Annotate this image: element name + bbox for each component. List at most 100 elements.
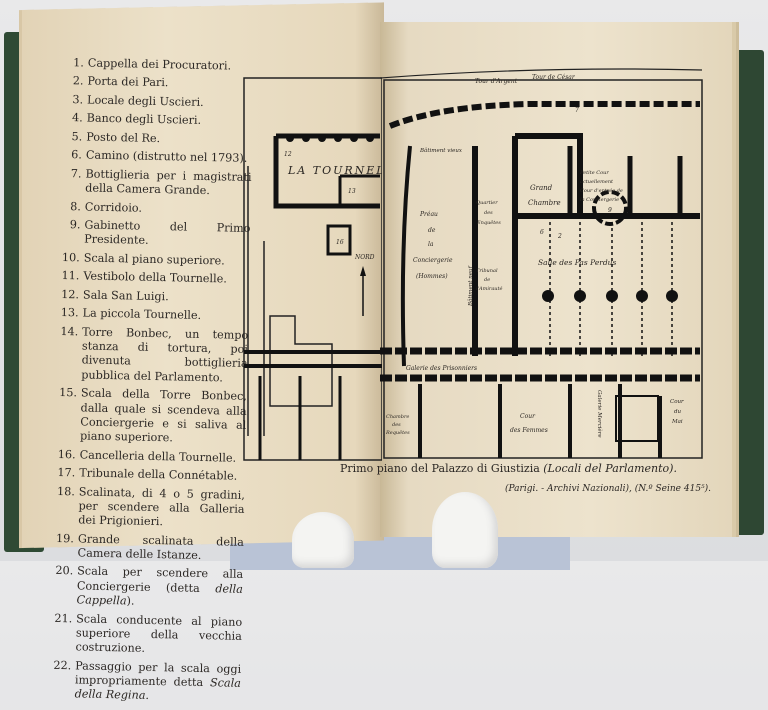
- plan-source: (Parigi. - Archivi Nazionali), (N.º Sein…: [505, 484, 712, 494]
- legend-number: 15.: [59, 386, 78, 400]
- legend-item: 16.Cancelleria della Tournelle.: [55, 448, 245, 466]
- label-12: 12: [284, 151, 292, 158]
- label-6: 6: [540, 229, 544, 236]
- legend-item: 21.Scala conducente al piano superiore d…: [51, 611, 242, 658]
- legend-item: 2.Porta dei Pari.: [63, 74, 253, 92]
- legend-text: Grande scalinata della Camera delle Ista…: [77, 532, 244, 562]
- legend-item: 5.Posto del Re.: [62, 130, 252, 148]
- salle-pillars: [542, 290, 678, 302]
- label-quartier: Quartier: [476, 200, 498, 206]
- legend-item: 12.Sala San Luigi.: [59, 288, 249, 306]
- legend-item: 8.Corridoio.: [61, 200, 251, 218]
- legend-number: 6.: [71, 148, 83, 162]
- legend-text: Posto del Re.: [86, 130, 161, 145]
- label-quartier-2: des: [484, 210, 493, 216]
- legend-text: Scala per scendere alla Conciergerie (de…: [76, 565, 243, 611]
- label-grand-chambre-2: Chambre: [528, 199, 561, 207]
- legend-number: 12.: [61, 287, 80, 302]
- legend-text-part: .: [145, 689, 150, 703]
- plan-legend-list: 1.Cappella dei Procuratori.2.Porta dei P…: [50, 56, 254, 710]
- label-chambre-requetes-2: des: [392, 422, 401, 428]
- legend-text: Cancelleria della Tournelle.: [79, 448, 237, 465]
- label-cour-mai-2: du: [674, 409, 682, 415]
- legend-number: 5.: [71, 130, 83, 144]
- label-cour-mai: Cour: [670, 399, 684, 405]
- label-cour-mai-3: Mai: [671, 419, 683, 425]
- label-galerie-merciere: Galerie Mercière: [596, 390, 603, 438]
- label-2: 2: [557, 233, 562, 240]
- label-petite-cour-3: Cour d'entrée de: [580, 187, 623, 194]
- legend-number: 14.: [60, 324, 79, 339]
- label-tournelle: LA TOURNELL: [287, 164, 382, 177]
- caption-text: Primo piano del Palazzo di Giustizia: [340, 462, 544, 475]
- label-preau-5: (Hommes): [416, 273, 448, 280]
- legend-item: 13.La piccola Tournelle.: [58, 306, 248, 324]
- plan-border: [383, 79, 703, 459]
- legend-number: 17.: [57, 466, 76, 480]
- legend-number: 1.: [73, 56, 84, 70]
- legend-item: 11.Vestibolo della Tournelle.: [59, 269, 249, 287]
- legend-item: 4.Banco degli Uscieri.: [63, 111, 253, 129]
- label-grand-chambre: Grand: [530, 184, 553, 192]
- legend-number: 18.: [56, 484, 76, 498]
- label-tour-cesar: Tour de César: [532, 74, 576, 81]
- legend-item: 3.Locale degli Uscieri.: [63, 93, 253, 111]
- legend-item: 15.Scala della Torre Bonbec, dalla quale…: [56, 386, 247, 447]
- legend-number: 2.: [72, 74, 84, 88]
- legend-text: Corridoio.: [84, 200, 143, 215]
- label-preau-3: la: [428, 241, 434, 248]
- legend-number: 4.: [71, 111, 83, 125]
- label-16: 16: [336, 239, 344, 246]
- label-7: 7: [575, 107, 579, 114]
- legend-item: 17.Tribunale della Connétable.: [55, 466, 245, 484]
- legend-item: 7.Bottiglieria per i magistrati della Ca…: [61, 167, 252, 200]
- legend-item: 22.Passaggio per la scala oggi impropria…: [50, 658, 241, 705]
- label-petite-cour-2: actuellement: [580, 179, 614, 185]
- legend-number: 8.: [70, 199, 81, 214]
- label-9: 9: [608, 207, 612, 214]
- legend-number: 10.: [61, 250, 80, 265]
- label-cour-femmes: Cour: [520, 413, 536, 420]
- label-petite-cour-4: la Conciergerie: [580, 197, 619, 203]
- label-nord: NORD: [354, 254, 375, 261]
- label-chambre-requetes: Chambre: [386, 414, 409, 420]
- legend-number: 21.: [54, 611, 73, 625]
- legend-item: 6.Camino (distrutto nel 1793).: [62, 148, 252, 166]
- label-quartier-3: Enquêtes: [476, 219, 501, 226]
- label-batiment-neuf: Bâtiment neuf: [467, 265, 474, 307]
- legend-text: Scala conducente al piano superiore dell…: [75, 611, 243, 655]
- label-preau: Préau: [419, 211, 438, 218]
- legend-item: 19.Grande scalinata della Camera delle I…: [53, 532, 244, 565]
- label-tour-argent: Tour d'Argent: [475, 78, 518, 85]
- legend-number: 20.: [55, 564, 74, 578]
- legend-text: Bottiglieria per i magistrati della Came…: [85, 167, 252, 198]
- legend-text: La piccola Tournelle.: [82, 306, 202, 323]
- legend-text: Scala al piano superiore.: [83, 251, 225, 268]
- label-13: 13: [348, 188, 356, 195]
- legend-text: Tribunale della Connétable.: [79, 466, 238, 483]
- thumb-left: [292, 512, 354, 568]
- legend-text-part: ).: [126, 594, 135, 608]
- legend-item: 18.Scalinata, di 4 o 5 gradini, per scen…: [54, 485, 245, 532]
- label-salle-pas-perdus: Salle des Pas Perdus: [538, 258, 616, 267]
- floor-plan-left: LA TOURNELL NORD 12 13 16: [243, 77, 382, 461]
- legend-number: 11.: [61, 269, 80, 283]
- legend-text: Cappella dei Procuratori.: [87, 56, 232, 73]
- plan-border: [243, 77, 382, 461]
- legend-text: Scalinata, di 4 o 5 gradini, per scender…: [78, 485, 245, 529]
- plan-caption: Primo piano del Palazzo di Giustizia (Lo…: [340, 462, 677, 475]
- floor-plan-right: Tour d'Argent Tour de César Bâtiment vie…: [380, 68, 703, 459]
- legend-number: 7.: [70, 167, 82, 181]
- legend-item: 1.Cappella dei Procuratori.: [64, 56, 254, 74]
- label-batiment-vieux: Bâtiment vieux: [419, 147, 463, 154]
- legend-text: Passaggio per la scala oggi impropriamen…: [74, 659, 242, 705]
- legend-number: 16.: [57, 447, 76, 461]
- legend-item: 10.Scala al piano superiore.: [60, 251, 250, 269]
- legend-item: 14.Torre Bonbec, un tempo stanza di tort…: [57, 325, 248, 386]
- caption-italic: (Locali del Parlamento).: [543, 462, 677, 475]
- label-tribunal-2: de: [484, 277, 490, 283]
- tournelle-pillars: [286, 134, 374, 142]
- label-chambre-requetes-3: Requêtes: [385, 429, 410, 436]
- legend-number: 19.: [55, 531, 75, 545]
- legend-text: Torre Bonbec, un tempo stanza di tortura…: [81, 325, 249, 385]
